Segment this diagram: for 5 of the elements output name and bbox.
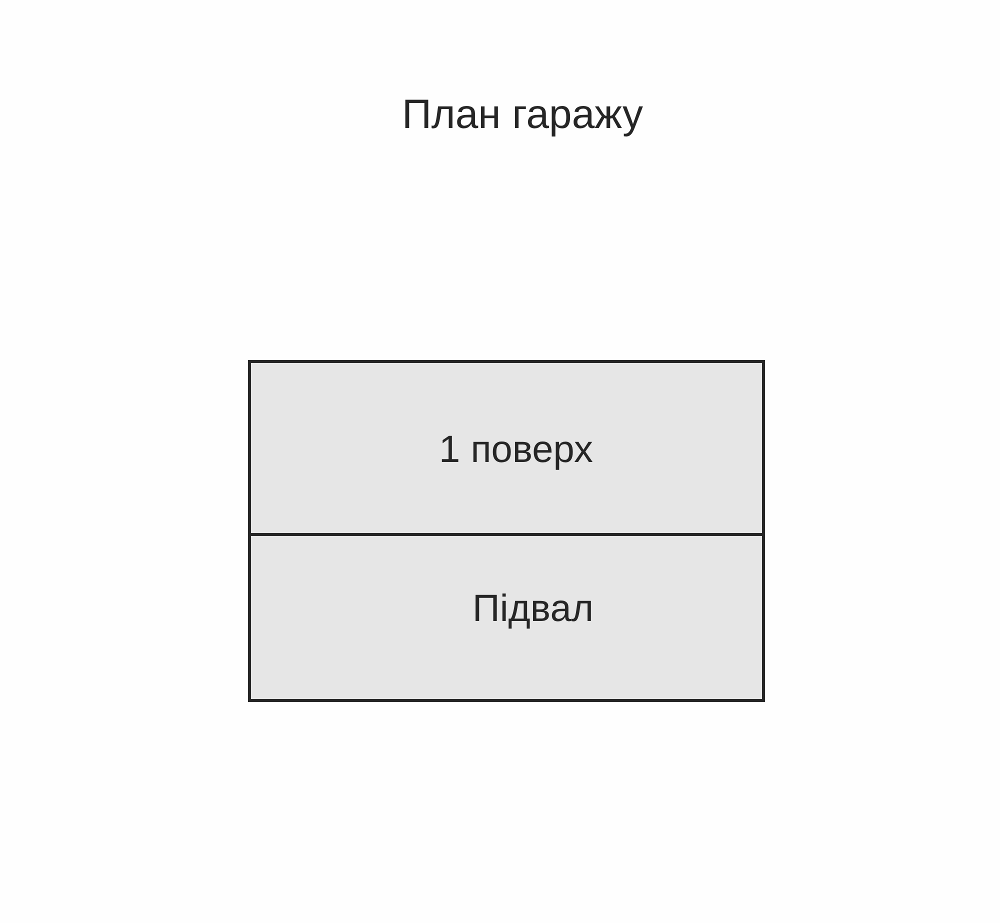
floor-label: 1 поверх (439, 428, 594, 472)
floor-section (248, 533, 765, 702)
floor-label: Підвал (472, 587, 594, 631)
floor-section (248, 360, 765, 536)
diagram-title: План гаражу (402, 90, 644, 138)
